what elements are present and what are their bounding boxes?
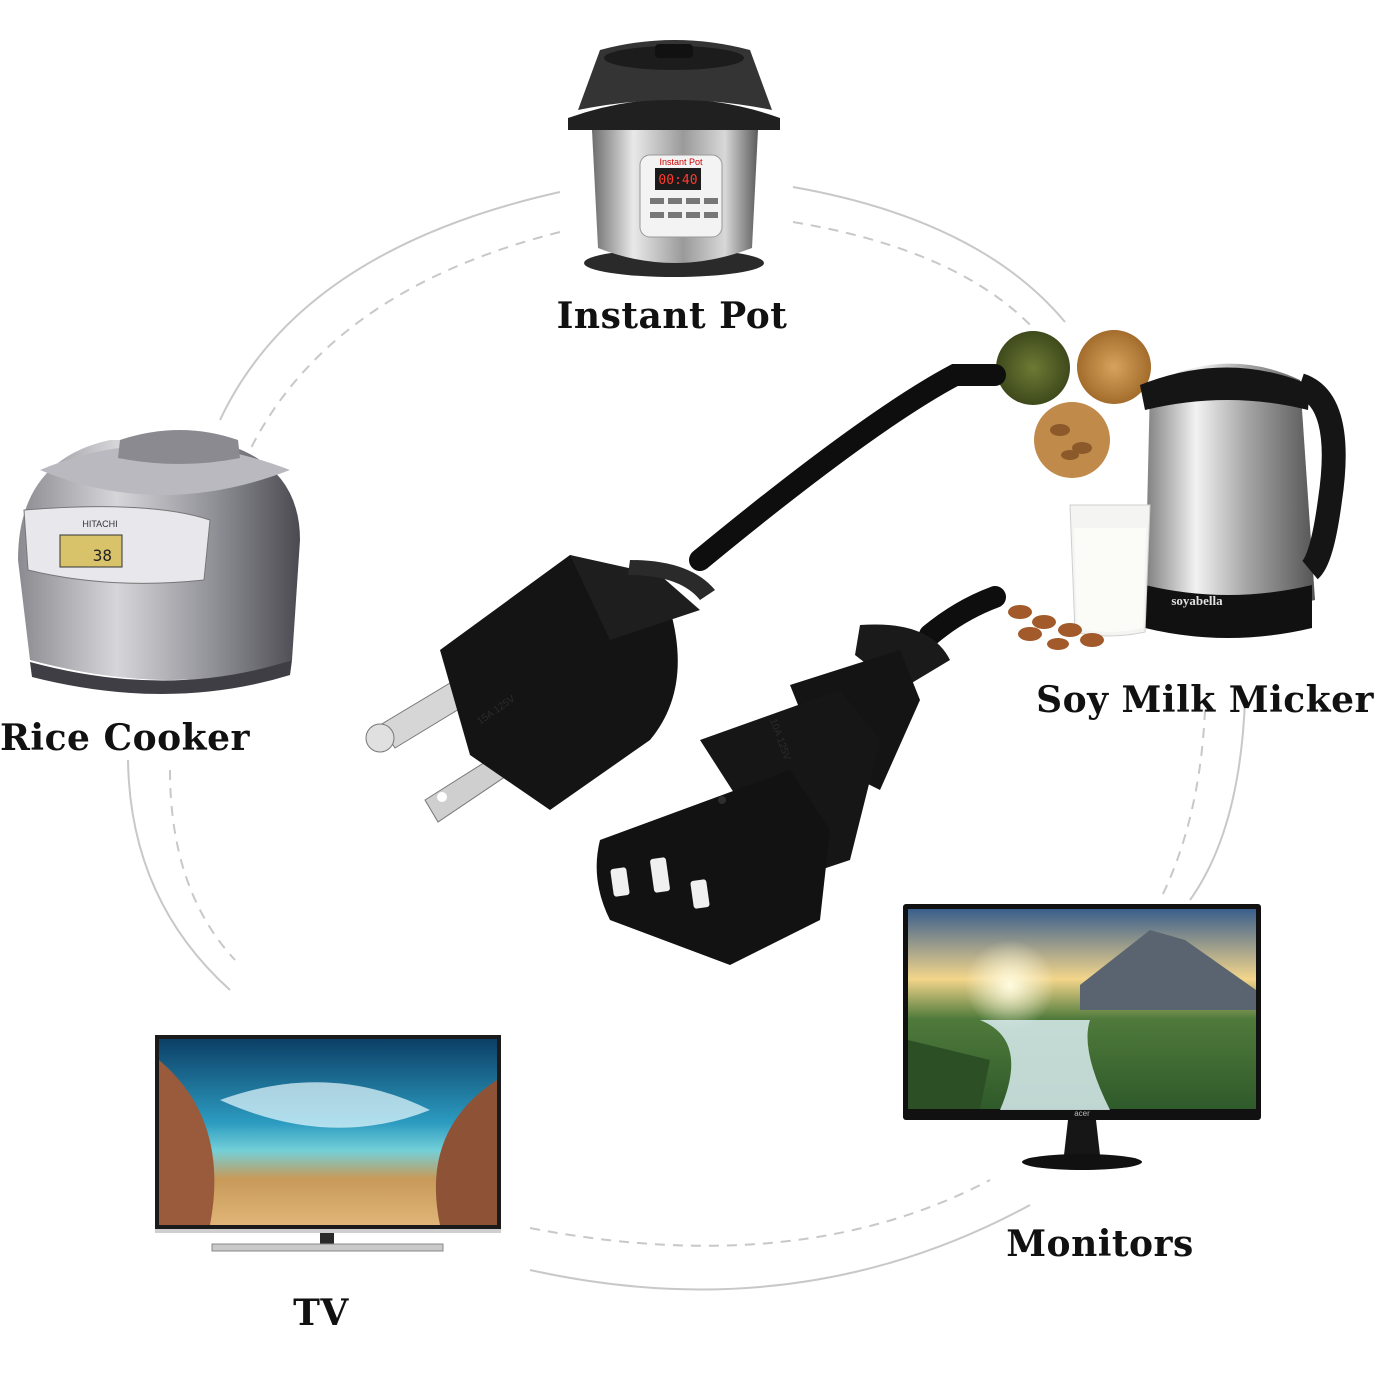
svg-text:HITACHI: HITACHI: [82, 519, 117, 529]
rice-cooker-label: Rice Cooker: [0, 717, 250, 759]
outer-arc-top: [219, 191, 561, 421]
soy-milk-maker-icon: soyabella: [996, 330, 1346, 650]
rice-cooker-icon: 38 HITACHI: [18, 430, 300, 695]
iec-c13-connector-icon: 10A 125V: [596, 624, 950, 965]
instant-pot-label: Instant Pot: [557, 295, 788, 337]
tv-icon: [155, 1035, 501, 1252]
outer-arc-right: [1189, 699, 1246, 901]
power-cord: [689, 364, 1006, 646]
inner-arc-right: [1159, 709, 1206, 901]
outer-arc-left: [127, 759, 231, 991]
svg-text:Instant Pot: Instant Pot: [659, 157, 703, 167]
instant-pot-icon: 00:40 Instant Pot: [568, 40, 780, 277]
svg-text:00:40: 00:40: [658, 173, 697, 188]
monitor-icon: acer: [903, 904, 1261, 1170]
inner-arc-right-top: [792, 221, 1036, 331]
outer-arc-bottom: [529, 1204, 1031, 1291]
svg-text:acer: acer: [1074, 1109, 1090, 1118]
monitors-label: Monitors: [1006, 1223, 1194, 1265]
nema-5-15p-plug-icon: 15A 125V: [365, 555, 715, 823]
soy-milk-label: Soy Milk Micker: [1036, 679, 1374, 721]
inner-arc-left: [169, 769, 236, 961]
svg-text:38: 38: [93, 546, 112, 565]
connection-circles: [127, 186, 1246, 1291]
inner-arc-top: [249, 231, 561, 451]
outer-arc-right-top: [792, 186, 1066, 323]
inner-arc-bottom: [529, 1179, 991, 1247]
tv-label: TV: [293, 1292, 349, 1334]
svg-text:soyabella: soyabella: [1171, 593, 1223, 608]
